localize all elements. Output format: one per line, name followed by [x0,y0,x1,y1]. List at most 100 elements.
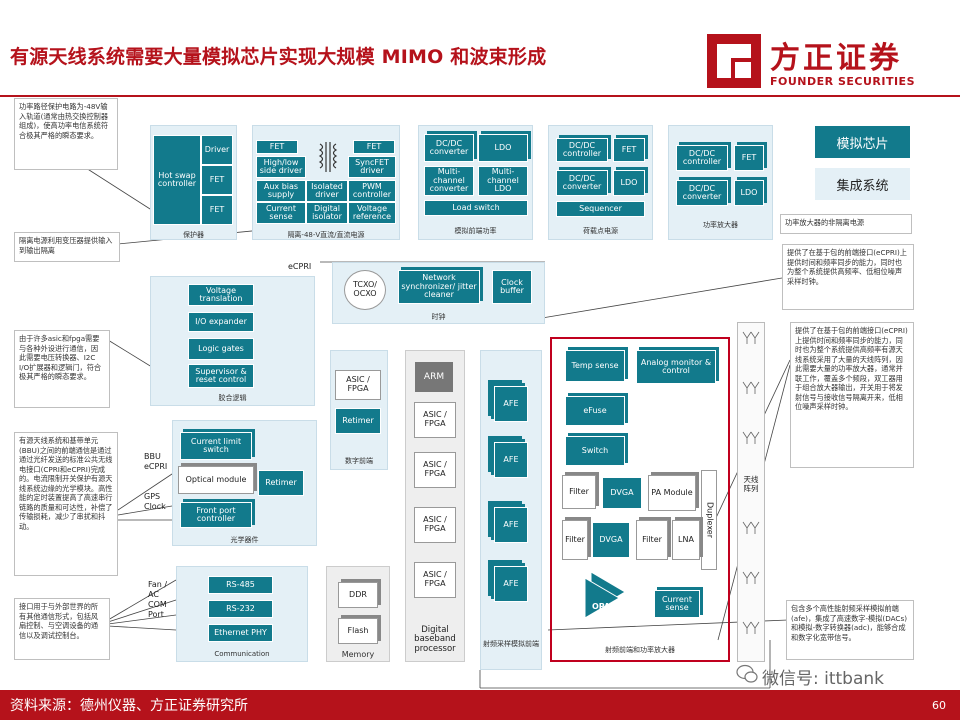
transformer-icon [318,142,338,172]
multi-channel-converter: Multi-channel converter [424,166,474,196]
header-divider [0,95,960,97]
clock-buffer: Clock buffer [492,270,532,304]
ethernet-phy: Ethernet PHY [208,624,273,642]
group-label: 功率放大器 [703,221,738,229]
current-limit-switch: Current limit switch [180,432,252,460]
temp-sense: Temp sense [565,350,625,382]
asic-fpga: ASIC / FPGA [414,562,456,598]
page-number: 60 [932,699,946,712]
note-communication: 接口用于与外部世界的所有其他通信形式，包括风扇控制、与空调设备的通信以及调试控制… [14,598,110,660]
hot-swap-controller: Hot swap controller [153,135,201,225]
group-label: 隔离-48-V直流/直流电源 [287,231,365,239]
group-label: 光学器件 [230,536,259,544]
founder-logo-icon [707,34,761,88]
network-synchronizer: Network synchronizer/ jitter cleaner [398,270,480,304]
logic-gates: Logic gates [188,338,254,360]
rf-frontend-frame [550,337,730,662]
efuse: eFuse [565,396,625,426]
footer-source: 资料来源：德州仪器、方正证券研究所 [10,698,248,714]
dcdc-converter: DC/DC converter [676,180,728,206]
voltage-translation: Voltage translation [188,284,254,306]
legend-integrated-system: 集成系统 [815,168,910,200]
group-label: 保护器 [183,231,204,239]
note-rf-frontend: 提供了在基于包的前端接口(eCPRI)上提供时间和频率同步的能力，同时也为整个系… [790,322,914,468]
digital-isolator: Digital isolator [306,202,348,224]
note-glue-logic: 由于许多asic和fpga需要与各种外设进行通信，因此需要电压转换器、I2C I… [14,330,110,408]
pwm-controller: PWM controller [348,180,396,202]
pa-module: PA Module [648,475,696,511]
fan-ac-com-label: Fan / AC COM Port [148,580,168,619]
io-expander: I/O expander [188,312,254,332]
fet-block: FET [613,138,645,162]
group-label: 胶合逻辑 [218,394,247,402]
afe-block: AFE [494,442,528,478]
analog-monitor-control: Analog monitor & control [636,350,716,384]
fet-block: FET [201,195,233,225]
fet-block: FET [256,140,298,154]
fet-block: FET [201,165,233,195]
current-sense: Current sense [654,590,700,618]
group-label: 射频采样模拟前端 [483,640,539,648]
legend-analog-chip: 模拟芯片 [815,126,910,158]
watermark-text: 微信号: ittbank [762,669,885,689]
filter-block: Filter [636,520,668,560]
group-label: 时钟 [431,313,446,321]
asic-fpga: ASIC / FPGA [414,507,456,543]
ldo-block: LDO [734,180,764,206]
group-label: Memory [341,650,375,659]
gps-clock-label: GPS Clock [144,492,166,511]
current-sense: Current sense [256,202,306,224]
arm-block: ARM [415,362,453,392]
asic-fpga: ASIC / FPGA [335,370,381,400]
note-optical: 有源天线系统和基带单元(BBU)之间的前端通信是通过通过光纤发送的标准公共无线电… [14,432,118,576]
antenna-label: 天线阵列 [740,475,762,494]
group-label: Communication [214,650,270,658]
dcdc-controller: DC/DC controller [556,138,608,162]
afe-block: AFE [494,386,528,422]
opa-triangle-icon [585,572,625,619]
sequencer: Sequencer [556,201,645,217]
front-port-controller: Front port controller [180,502,252,528]
multi-channel-ldo: Multi-channel LDO [478,166,528,196]
ldo-block: LDO [613,170,645,196]
afe-block: AFE [494,507,528,543]
note-isolated-power: 隔离电源利用变压器提供输入到输出隔离 [14,232,120,262]
page-title: 有源天线系统需要大量模拟芯片实现大规模 MIMO 和波束形成 [10,46,547,68]
duplexer: Duplexer [701,470,717,570]
filter-block: Filter [562,475,596,509]
rs485: RS-485 [208,576,273,594]
dcdc-converter: DC/DC converter [556,170,608,196]
fet-block: FET [353,140,395,154]
load-switch: Load switch [424,200,528,216]
tcxo-ocxo: TCXO/ OCXO [344,270,386,310]
dcdc-converter: DC/DC converter [424,134,474,162]
footer-bar [0,690,960,720]
flash-block: Flash [338,618,378,644]
bbu-ecpri-label: BBU eCPRI [144,452,168,471]
fet-block: FET [734,145,764,171]
rs232: RS-232 [208,600,273,618]
asic-fpga: ASIC / FPGA [414,452,456,488]
ldo-block: LDO [478,134,528,162]
logo-text-en: FOUNDER SECURITIES [770,75,915,88]
isolated-driver: Isolated driver [306,180,348,202]
group-label: 射频前端和功率放大器 [605,646,675,654]
group-baseband [405,350,465,662]
aux-bias-supply: Aux bias supply [256,180,306,202]
supervisor-reset-control: Supervisor & reset control [188,364,254,388]
opa-label: OPA [592,602,611,611]
dvga-block: DVGA [592,522,630,558]
lna-block: LNA [672,520,700,560]
note-power-protection: 功率路径保护电路为-48V输入轨道(通常由热交换控制器组成)，使高功率电信系统符… [14,98,118,170]
group-label: 模拟前端功率 [454,227,497,235]
syncfet-driver: SyncFET driver [348,156,396,178]
ddr-block: DDR [338,582,378,608]
antenna-icon [742,331,760,634]
dvga-block: DVGA [602,477,642,509]
note-clock: 提供了在基于包的前端接口(eCPRI)上提供时间和频率同步的能力，同时也为整个系… [782,244,914,310]
group-label: 荷载点电源 [583,227,618,235]
voltage-reference: Voltage reference [348,202,396,224]
wechat-icon [736,664,758,683]
asic-fpga: ASIC / FPGA [414,402,456,438]
driver-block: Driver [201,135,233,165]
